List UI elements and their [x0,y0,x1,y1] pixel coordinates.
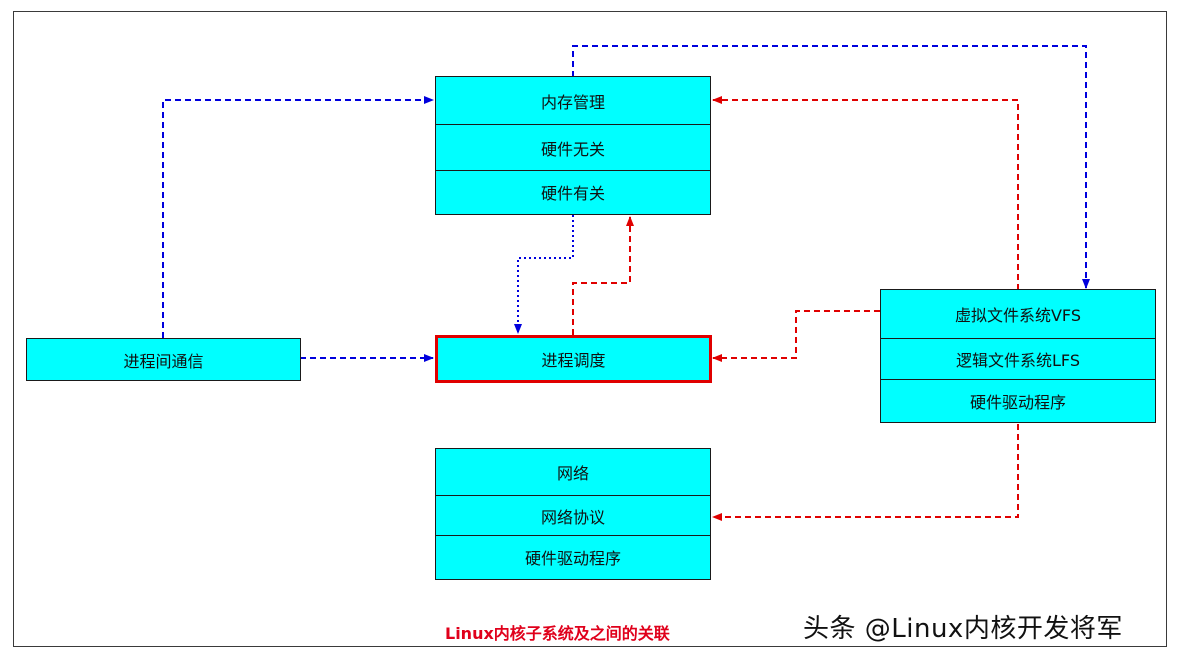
network-row-driver: 硬件驱动程序 [436,535,710,578]
diagram-caption: Linux内核子系统及之间的关联 [445,624,670,643]
vfs-box: 虚拟文件系统VFS 逻辑文件系统LFS 硬件驱动程序 [880,289,1156,423]
vfs-row-lfs: 逻辑文件系统LFS [881,338,1155,379]
vfs-title: 虚拟文件系统VFS [954,306,1082,325]
memory-management-box: 内存管理 硬件无关 硬件有关 [435,76,711,215]
network-title: 网络 [556,464,589,483]
vfs-row-driver: 硬件驱动程序 [881,379,1155,421]
memory-management-title: 内存管理 [540,92,605,112]
watermark-brand: 头条 @Linux内核开发将军 [803,614,1123,644]
process-scheduler-title: 进程调度 [541,351,606,370]
memory-row-hardware-dependent: 硬件有关 [436,170,710,213]
diagram-frame [13,11,1167,647]
process-scheduler-box: 进程调度 [435,335,712,383]
ipc-box: 进程间通信 [26,338,301,381]
ipc-title: 进程间通信 [123,351,204,371]
network-box: 网络 网络协议 硬件驱动程序 [435,448,711,580]
memory-row-hardware-independent: 硬件无关 [436,124,710,170]
network-row-protocol: 网络协议 [436,495,710,535]
